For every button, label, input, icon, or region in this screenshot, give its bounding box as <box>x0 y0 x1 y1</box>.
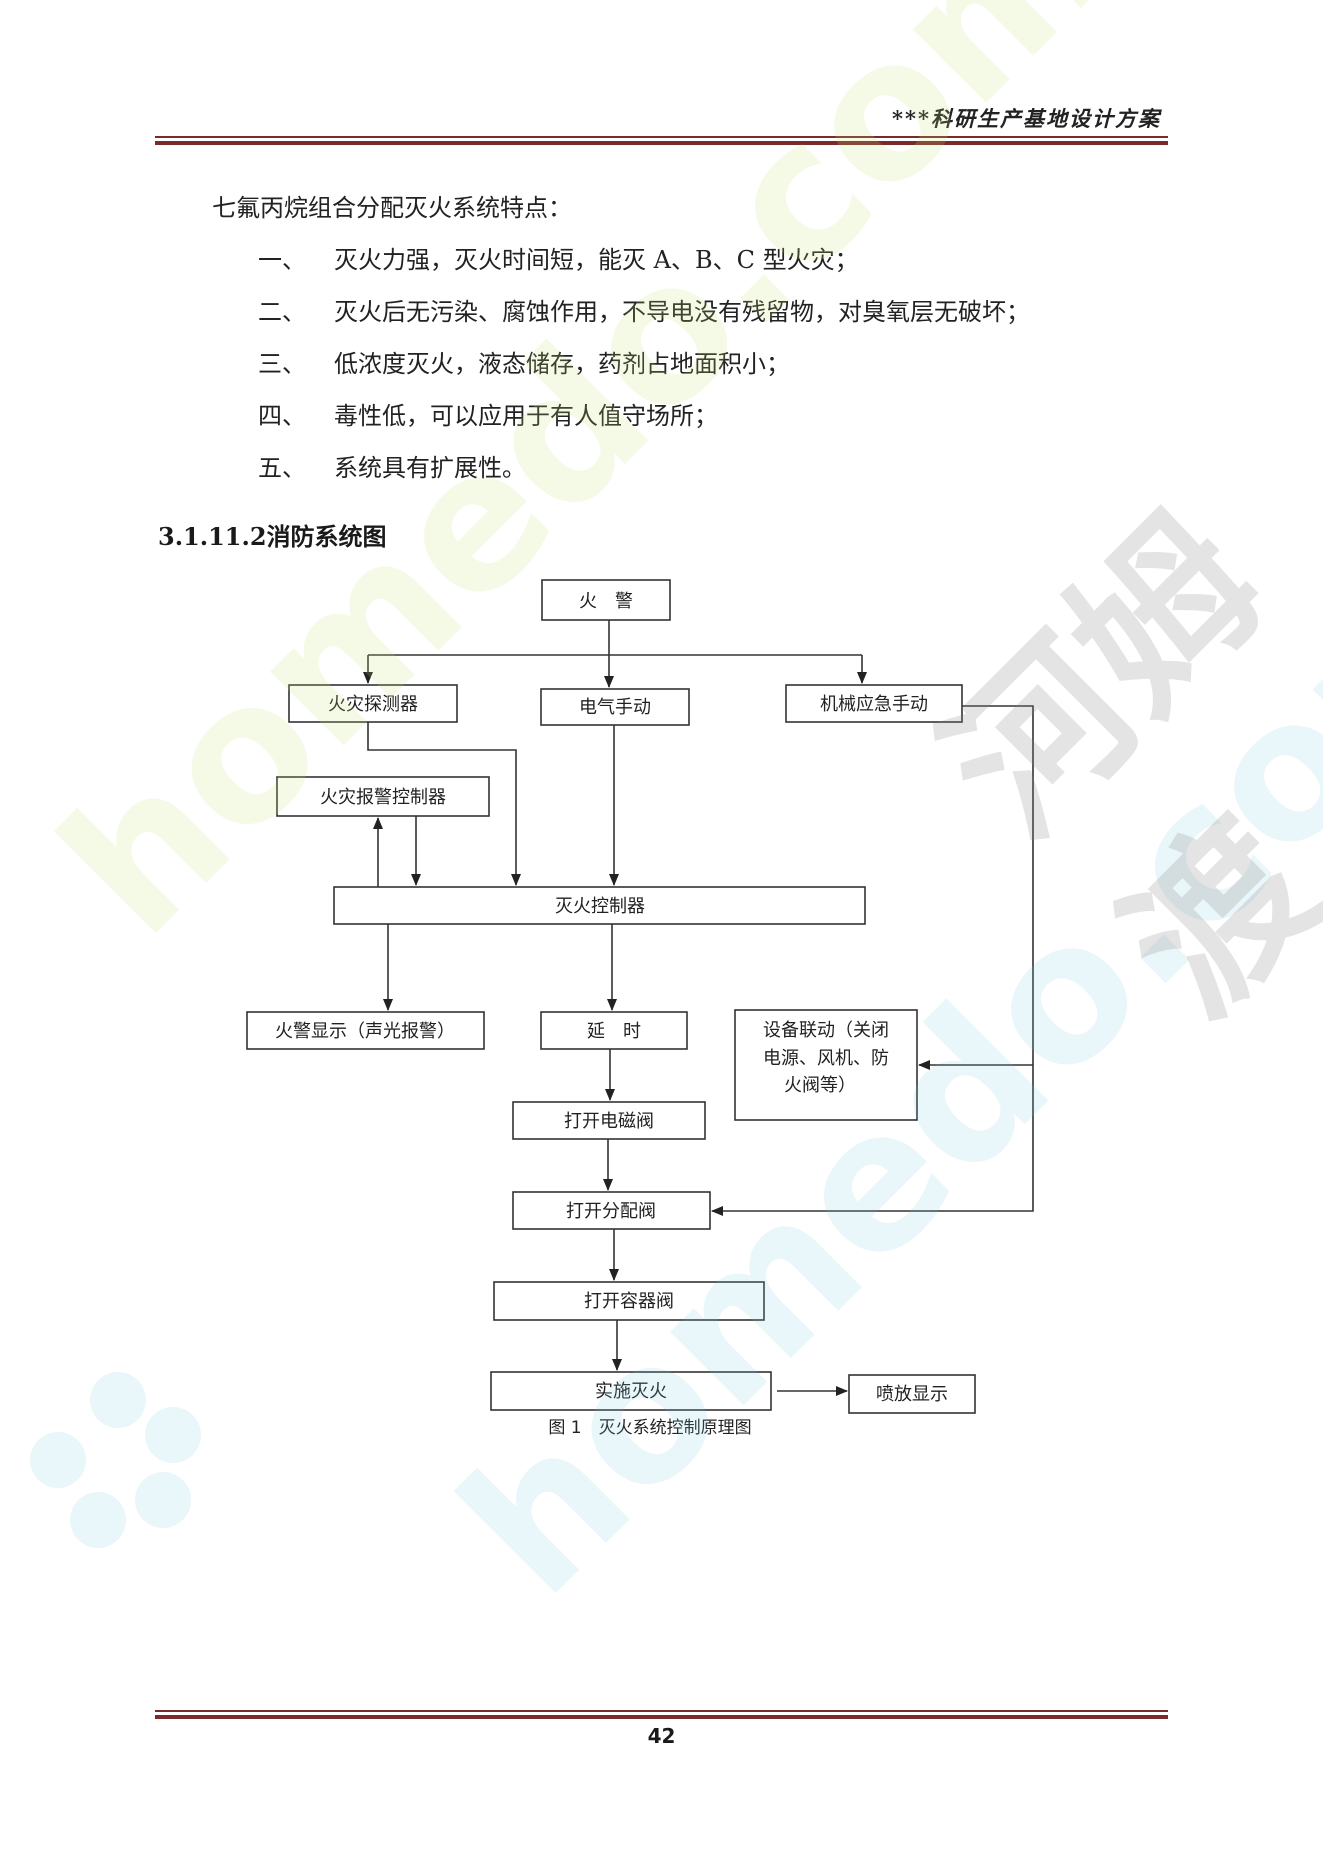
feature-text: 灭火力强，灭火时间短，能灭 A、B、C 型火灾； <box>334 246 859 274</box>
mechanical-manual-box <box>785 684 963 723</box>
feature-text: 低浓度灭火，液态储存，药剂占地面积小； <box>334 350 790 378</box>
electric-manual-box <box>540 688 690 726</box>
linkage-label-line3: 火阀等） <box>784 1075 856 1096</box>
detector-box <box>288 684 458 723</box>
alarm-display-box <box>246 1011 485 1050</box>
header-rule <box>155 136 1168 138</box>
alarm-display-label: 火警显示（声光报警） <box>275 1021 455 1042</box>
flow-boxes <box>246 579 976 1414</box>
linkage-label-line2: 电源、风机、防 <box>763 1048 889 1069</box>
fire-alarm-label: 火 警 <box>579 591 633 612</box>
section-title: 3.1.11.2消防系统图 <box>158 522 387 551</box>
extinguish-controller-box <box>333 886 866 925</box>
solenoid-valve-box <box>512 1101 706 1140</box>
implement-label: 实施灭火 <box>595 1381 667 1402</box>
feature-number: 三、 <box>258 350 306 378</box>
arrow-detector-to-controller <box>367 722 521 886</box>
feature-text: 灭火后无污染、腐蚀作用，不导电没有残留物，对臭氧层无破坏； <box>334 298 1030 326</box>
linkage-label-line1: 设备联动（关闭 <box>763 1020 889 1041</box>
distribution-valve-box <box>512 1191 711 1230</box>
extinguish-controller-label: 灭火控制器 <box>555 896 645 917</box>
equipment-linkage-box <box>734 1009 918 1121</box>
intro-paragraph: 七氟丙烷组合分配灭火系统特点： <box>212 194 572 222</box>
detector-label: 火灾探测器 <box>328 694 418 715</box>
distribution-label: 打开分配阀 <box>566 1201 656 1222</box>
footer-rule-thick <box>155 1715 1168 1719</box>
delay-label: 延 时 <box>587 1021 641 1042</box>
spray-display-label: 喷放显示 <box>876 1384 948 1405</box>
watermark-flower-logo <box>30 1372 201 1548</box>
document-header-title: ***科研生产基地设计方案 <box>892 106 1161 131</box>
feature-text: 系统具有扩展性。 <box>334 454 526 482</box>
electric-manual-label: 电气手动 <box>579 697 651 718</box>
solenoid-label: 打开电磁阀 <box>564 1111 654 1132</box>
flow-labels: 火 警 火灾探测器 电气手动 机械应急手动 火灾报警控制器 灭火控制器 火警显示… <box>275 591 948 1438</box>
container-label: 打开容器阀 <box>584 1291 674 1312</box>
fire-alarm-box <box>541 579 671 621</box>
delay-box <box>540 1011 688 1050</box>
header-rule-thick <box>155 141 1168 145</box>
page-number: 42 <box>647 1724 676 1748</box>
feature-text: 毒性低，可以应用于有人值守场所； <box>334 402 718 430</box>
mechanical-manual-label: 机械应急手动 <box>820 694 928 715</box>
feature-number: 二、 <box>258 298 306 326</box>
footer-rule <box>155 1710 1168 1712</box>
spray-display-box <box>848 1374 976 1414</box>
feature-number: 五、 <box>258 454 306 482</box>
alarm-controller-label: 火灾报警控制器 <box>320 787 446 808</box>
implement-box <box>490 1371 772 1411</box>
feature-number: 四、 <box>258 402 306 430</box>
container-valve-box <box>493 1281 765 1321</box>
feature-number: 一、 <box>258 246 306 274</box>
flow-lines <box>363 620 1034 1396</box>
diagram-caption: 图 1 灭火系统控制原理图 <box>548 1418 751 1438</box>
alarm-controller-box <box>276 776 490 817</box>
arrow-mechanical-to-distribution <box>711 705 1034 1216</box>
